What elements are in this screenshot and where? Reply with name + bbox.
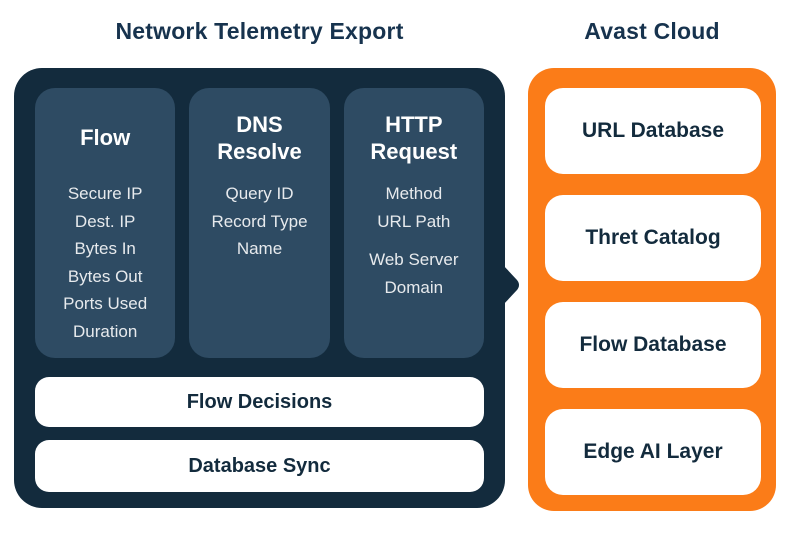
column-title: HTTP Request [370,111,458,165]
edge-ai-layer-card: Edge AI Layer [545,409,761,495]
column-item: Record Type [211,211,308,231]
column-title: DNS Resolve [217,111,302,165]
column-item: Dest. IP [74,211,136,231]
thret-catalog-card: Thret Catalog [545,195,761,281]
column-item: URL Path [377,211,451,231]
avast-cloud-title: Avast Cloud [584,18,720,44]
flow-decisions-bar: Flow Decisions [35,377,484,427]
column-item: Web Server Domain [369,250,459,297]
connector-arrow-icon [503,265,523,305]
column-item: Bytes Out [67,266,143,286]
column-item: Bytes In [74,239,136,258]
avast-cloud-panel: URL Database Thret Catalog Flow Database… [528,68,776,511]
column-item: Name [236,239,283,258]
column-item: Duration [73,321,138,341]
column-item: Ports Used [63,294,148,313]
column-item: Secure IP [67,184,143,203]
flow-database-card: Flow Database [545,302,761,388]
column-title: Flow [80,125,131,151]
database-sync-bar: Database Sync [35,440,484,492]
url-database-card: URL Database [545,88,761,174]
column-item: Method [385,184,443,203]
telemetry-export-title: Network Telemetry Export [115,18,404,44]
column-item: Query ID [225,184,294,203]
